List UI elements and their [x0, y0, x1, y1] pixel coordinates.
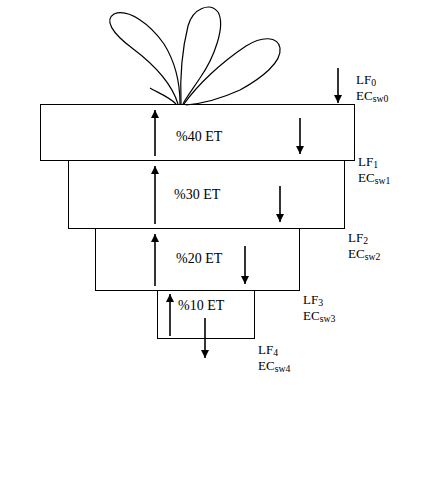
- salinity-label: ECsw2: [348, 246, 380, 261]
- drain-arrow: [299, 118, 301, 154]
- et-arrow: [169, 294, 171, 336]
- water-arrows: [155, 68, 338, 358]
- label-holder: ECsw1: [358, 168, 390, 186]
- salinity-label: ECsw4: [258, 358, 290, 373]
- soil-layer-box: %30 ET: [68, 160, 345, 229]
- et-share-text: %30 ET: [174, 187, 220, 203]
- label-holder: LF0: [356, 70, 376, 88]
- label-holder: LF2: [348, 228, 368, 246]
- soil-layer-box: %10 ET: [157, 290, 255, 339]
- label-holder: ECsw3: [303, 306, 335, 324]
- right-leaf: [184, 39, 280, 105]
- leaching-fraction-label: LF3: [303, 292, 323, 307]
- et-arrow: [154, 166, 156, 224]
- drain-arrow: [244, 246, 246, 284]
- salinity-label: ECsw0: [356, 88, 388, 103]
- label-holder: LF1: [358, 152, 378, 170]
- et-share-text: %40 ET: [176, 129, 222, 145]
- et-arrow: [154, 234, 156, 286]
- leaching-fraction-label: LF2: [348, 230, 368, 245]
- et-arrow: [154, 110, 156, 156]
- leaching-fraction-label: LF4: [258, 342, 278, 357]
- label-holder: ECsw2: [348, 244, 380, 262]
- salinity-label: ECsw1: [358, 170, 390, 185]
- leaching-fraction-label: LF1: [358, 154, 378, 169]
- et-share-text: %20 ET: [176, 251, 222, 267]
- salinity-label: ECsw3: [303, 308, 335, 323]
- soil-layer-box: %40 ET: [40, 104, 355, 161]
- left-leaf: [110, 13, 180, 104]
- leaching-fraction-label: LF0: [356, 72, 376, 87]
- small-leaf: [150, 88, 176, 104]
- drain-arrow: [279, 186, 281, 222]
- plant-illustration: [110, 7, 280, 105]
- middle-leaf: [181, 7, 221, 104]
- label-holder: LF4: [258, 340, 278, 358]
- label-holder: LF3: [303, 290, 323, 308]
- inflow-arrow: [337, 68, 339, 103]
- et-share-text: %10 ET: [178, 298, 224, 314]
- label-holder: ECsw0: [356, 86, 388, 104]
- label-holder: ECsw4: [258, 356, 290, 374]
- drain-arrow: [204, 318, 206, 358]
- soil-layer-box: %20 ET: [95, 228, 300, 291]
